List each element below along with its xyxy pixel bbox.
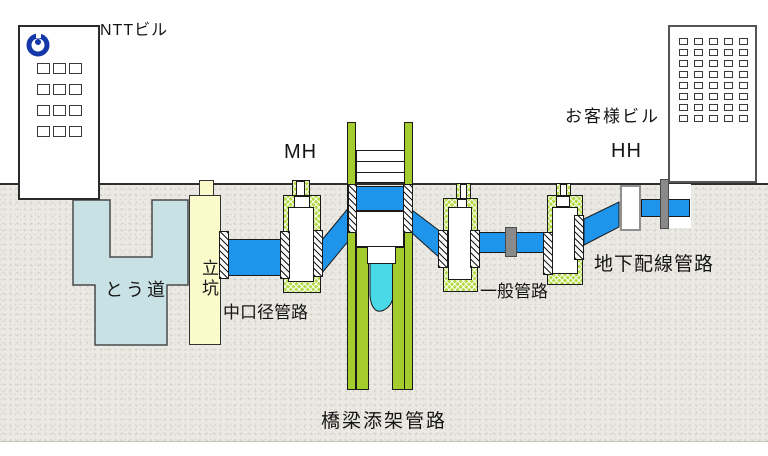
building-window xyxy=(53,105,66,116)
building-window xyxy=(679,115,688,122)
building-window xyxy=(694,38,703,45)
building-window xyxy=(724,93,733,100)
handhole-box xyxy=(620,185,641,231)
building-window xyxy=(724,104,733,111)
building-window xyxy=(679,38,688,45)
building-window xyxy=(694,104,703,111)
building-window xyxy=(709,115,718,122)
mh-chimney-bore xyxy=(296,181,305,196)
building-window xyxy=(709,49,718,56)
manhole2-duct-connector-left xyxy=(543,232,553,275)
building-window xyxy=(694,82,703,89)
building-window xyxy=(694,71,703,78)
building-window xyxy=(724,60,733,67)
building-window xyxy=(739,60,748,67)
building-window xyxy=(679,93,688,100)
building-window xyxy=(679,71,688,78)
building-window xyxy=(739,93,748,100)
ntt-building-label: NTTビル xyxy=(100,22,169,39)
girder-line xyxy=(357,172,404,173)
building-window xyxy=(694,49,703,56)
building-window xyxy=(724,82,733,89)
building-window xyxy=(694,115,703,122)
manhole1-chimney-bore xyxy=(460,184,467,199)
building-window xyxy=(694,93,703,100)
ntt-building xyxy=(18,25,100,200)
bridge-column-left xyxy=(347,122,356,390)
handhole-label: HH xyxy=(611,140,642,162)
bridge-abutment-upper xyxy=(356,211,404,247)
building-window xyxy=(37,84,50,95)
bridge-duct-connector-left xyxy=(348,184,357,233)
customer-building-windows xyxy=(679,38,748,122)
bridge-girder xyxy=(356,150,405,183)
bridge-column-right xyxy=(404,122,413,390)
bridge-duct-connector-right xyxy=(403,184,413,233)
building-window xyxy=(53,63,66,74)
manhole-label: MH xyxy=(284,141,318,163)
vertical-shaft xyxy=(189,195,221,345)
medium-diameter-conduit xyxy=(227,239,281,276)
building-window xyxy=(724,38,733,45)
customer-building xyxy=(668,25,757,183)
manhole1-cavity xyxy=(448,207,472,280)
building-window xyxy=(679,49,688,56)
building-window xyxy=(724,49,733,56)
building-window xyxy=(37,126,50,137)
building-window xyxy=(694,60,703,67)
shaft-duct-connector xyxy=(219,231,229,279)
building-entry-riser xyxy=(660,179,669,229)
mh-cavity xyxy=(288,207,314,282)
manhole2-neck-cavity xyxy=(556,196,570,207)
general-conduit-label: 一般管路 xyxy=(480,282,548,301)
manhole2-duct-connector-right xyxy=(574,215,584,260)
building-window xyxy=(739,115,748,122)
building-window xyxy=(739,38,748,45)
tunnel-label: とう道 xyxy=(105,280,168,300)
building-window xyxy=(53,84,66,95)
mh-duct-connector-left xyxy=(280,231,290,279)
building-window xyxy=(679,82,688,89)
building-window xyxy=(739,71,748,78)
underground-wiring-conduit-label: 地下配線管路 xyxy=(594,254,715,275)
building-window xyxy=(679,104,688,111)
building-window xyxy=(69,63,82,74)
building-window xyxy=(739,82,748,89)
ntt-building-windows xyxy=(37,63,82,137)
medium-conduit-label: 中口径管路 xyxy=(223,303,308,322)
bridge-attached-conduit xyxy=(356,186,404,211)
building-window xyxy=(709,38,718,45)
building-window xyxy=(709,82,718,89)
building-window xyxy=(37,105,50,116)
manhole1-duct-connector-left xyxy=(438,230,448,268)
ntt-logo-icon xyxy=(26,32,50,57)
shaft-label: 立坑 xyxy=(199,259,218,299)
bridge-attached-conduit-label: 橋梁添架管路 xyxy=(321,411,448,432)
manhole1-duct-connector-right xyxy=(470,230,480,268)
building-window xyxy=(679,60,688,67)
building-window xyxy=(69,84,82,95)
building-window xyxy=(724,115,733,122)
mh-duct-connector-right xyxy=(313,230,323,277)
building-window xyxy=(739,49,748,56)
building-window xyxy=(739,104,748,111)
building-window xyxy=(709,93,718,100)
girder-line xyxy=(357,161,404,162)
customer-building-label: お客様ビル xyxy=(565,107,660,126)
bridge-pier-left xyxy=(356,247,369,390)
bridge-abutment-lower xyxy=(367,246,396,264)
building-window xyxy=(724,71,733,78)
building-window xyxy=(37,63,50,74)
building-window xyxy=(53,126,66,137)
building-window xyxy=(69,126,82,137)
building-window xyxy=(709,60,718,67)
building-window xyxy=(709,71,718,78)
building-window xyxy=(709,104,718,111)
bridge-pier-right xyxy=(392,247,405,390)
building-window xyxy=(69,105,82,116)
conduit-joint-block xyxy=(505,227,517,257)
